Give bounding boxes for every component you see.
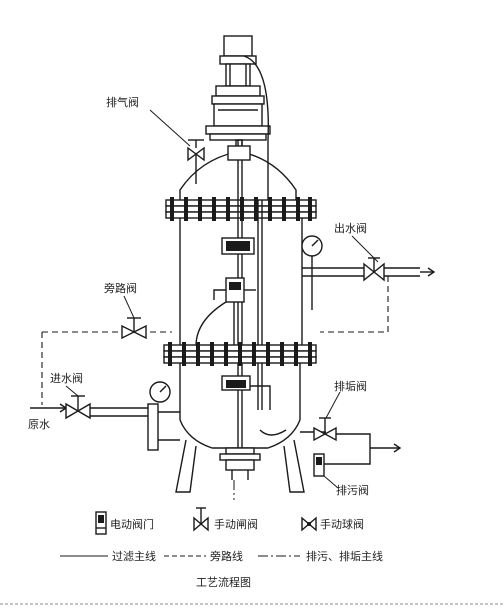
label-vent-valve: 排气阀 (106, 95, 139, 109)
label-drain-valve: 排污阀 (336, 483, 369, 497)
bottom-outlet (219, 447, 261, 480)
label-outlet-valve: 出水阀 (334, 221, 367, 235)
legend-drain-main-line: 排污、排垢主线 (306, 549, 383, 563)
legend-manual-ball-valve: 手动球阀 (320, 517, 364, 531)
upper-flange (165, 197, 317, 221)
bypass-valve (121, 295, 147, 340)
legend-bypass-line: 旁路线 (210, 549, 243, 563)
central-shaft (227, 140, 263, 470)
lower-shell (179, 363, 301, 449)
legend-filter-main-line: 过滤主线 (112, 549, 156, 563)
vent-valve (149, 109, 205, 184)
legend-symbols (60, 507, 317, 557)
motor-assembly (205, 35, 271, 200)
controller-box (195, 277, 256, 347)
legend-gate-valve-icon (193, 507, 209, 532)
legend-ball-valve-icon (301, 516, 317, 532)
drain-assembly (259, 391, 402, 489)
upper-shell (179, 139, 303, 345)
label-bypass-valve: 旁路阀 (104, 281, 137, 295)
bypass-line (41, 276, 389, 405)
middle-flange (163, 342, 317, 366)
legend-manual-gate-valve: 手动闸阀 (214, 517, 258, 531)
label-sludge-valve: 排垢阀 (334, 379, 367, 393)
inlet-pipe (30, 381, 180, 451)
legend-electric-valve: 电动阀门 (110, 517, 154, 531)
support-legs (175, 439, 305, 493)
label-raw-water: 原水 (28, 418, 50, 431)
diagram-caption: 工艺流程图 (196, 575, 251, 589)
label-inlet-valve: 进水阀 (50, 371, 83, 385)
legend-electric-valve-icon (95, 511, 107, 535)
nameplate (221, 237, 255, 255)
outlet-pipe (301, 235, 436, 310)
